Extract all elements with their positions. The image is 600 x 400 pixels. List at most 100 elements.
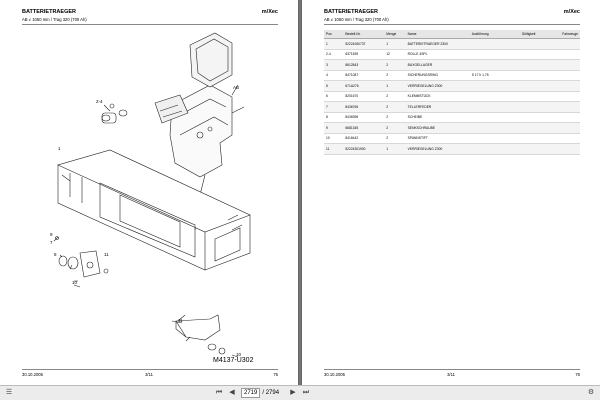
column-header: Pos <box>324 30 344 39</box>
table-cell: 11 <box>324 143 344 155</box>
footer-divider <box>22 369 278 370</box>
table-cell: KLEMMSTÜCK <box>405 91 470 102</box>
table-cell: 52224301900 <box>343 143 385 155</box>
table-cell: 8471087 <box>343 70 385 81</box>
table-cell: 2 <box>384 59 406 71</box>
column-header: Fahrzeuge <box>560 30 580 39</box>
page-title: BATTERIETRAEGER <box>324 9 378 15</box>
table-cell <box>469 59 520 71</box>
page-navigator: 2719 / 2794 <box>241 387 280 398</box>
table-cell <box>519 38 561 50</box>
table-cell: BATTERIETRAEGER Z300 <box>405 38 470 50</box>
table-cell: 12 <box>384 49 406 60</box>
brand-label: m/Xec <box>261 9 278 15</box>
table-cell <box>560 133 580 144</box>
exploded-parts-drawing <box>53 32 251 358</box>
table-cell: SPANNSTIFT <box>405 133 470 144</box>
settings-icon[interactable]: ⚙ <box>587 389 595 396</box>
callout-label: 2-4 <box>96 99 103 104</box>
table-cell: 7 <box>324 101 344 113</box>
table-cell: 6681345 <box>343 122 385 134</box>
table-cell: 9 <box>324 122 344 134</box>
table-cell <box>469 122 520 134</box>
header-divider <box>22 24 278 25</box>
column-header: Name <box>405 30 470 39</box>
table-cell <box>469 49 520 60</box>
table-cell: 2-4 <box>324 49 344 60</box>
table-cell: VERRIEGELUNG Z300 <box>405 80 470 92</box>
next-page-icon[interactable]: ▶ <box>290 389 296 396</box>
column-header: Menge <box>384 30 406 39</box>
total-pages-label: / 2794 <box>262 389 280 396</box>
table-cell: 2 <box>384 133 406 144</box>
table-cell <box>469 91 520 102</box>
callout-label: 9 <box>50 232 53 237</box>
callout-label: 10 <box>72 280 78 285</box>
parts-table: Pos Bestell-Nr. Menge Name Ausführung Gü… <box>324 30 580 155</box>
viewer-statusbar: ☰ ⏮ ◀ 2719 / 2794 ▶ ⏭ ⚙ <box>0 385 600 400</box>
table-cell: S 17 h 1.75 <box>469 70 520 81</box>
table-cell: SCHEIBE <box>405 112 470 123</box>
page-number-input[interactable]: 2719 <box>241 387 261 398</box>
page-title: BATTERIETRAEGER <box>22 9 76 15</box>
table-cell: TELLERFEDER <box>405 101 470 113</box>
callout-label: AB <box>233 85 240 90</box>
footer-date: 30.10.2005 <box>324 372 345 377</box>
table-cell: 671A276 <box>343 80 385 92</box>
table-cell: 8436765 <box>343 101 385 113</box>
page-subtitle: AB ≠ 1050 mm / Trag 320 (700 Ah) <box>22 17 87 22</box>
table-cell: 2 <box>384 91 406 102</box>
table-cell <box>469 143 520 155</box>
table-cell <box>560 112 580 123</box>
table-cell: 8416442 <box>343 133 385 144</box>
column-header: Ausführung <box>469 30 520 39</box>
callout-label: 8 <box>54 252 57 257</box>
table-cell <box>519 112 561 123</box>
table-header-row: Pos Bestell-Nr. Menge Name Ausführung Gü… <box>324 30 580 39</box>
column-header: Bestell-Nr. <box>343 30 385 39</box>
table-cell: 8201670 <box>343 91 385 102</box>
table-cell <box>560 49 580 60</box>
table-cell: 1 <box>384 38 406 50</box>
table-cell: 1 <box>384 143 406 155</box>
right-page: BATTERIETRAEGER AB ≠ 1050 mm / Trag 320 … <box>302 0 600 385</box>
table-cell: ROLLE 4SPL <box>405 49 470 60</box>
table-cell <box>519 101 561 113</box>
callout-label: 1 <box>58 146 61 151</box>
table-cell: BUXGELLAGER <box>405 59 470 71</box>
callout-label: 11 <box>178 318 183 323</box>
table-cell <box>560 101 580 113</box>
table-cell: SICHERUNGSRING <box>405 70 470 81</box>
table-cell <box>519 70 561 81</box>
column-header: Gültigkeit <box>519 30 561 39</box>
prev-page-icon[interactable]: ◀ <box>229 389 235 396</box>
table-cell <box>519 143 561 155</box>
table-cell: 4 <box>324 70 344 81</box>
brand-label: m/Xec <box>563 9 580 15</box>
menu-icon[interactable]: ☰ <box>5 389 13 396</box>
table-cell <box>560 91 580 102</box>
footer-number: 76 <box>575 372 580 377</box>
table-cell: 5 <box>324 80 344 92</box>
table-cell <box>560 122 580 134</box>
table-cell: 1 <box>324 38 344 50</box>
first-page-icon[interactable]: ⏮ <box>215 389 223 396</box>
left-page: BATTERIETRAEGER AB ≠ 1050 mm / Trag 320 … <box>0 0 298 385</box>
table-cell <box>560 38 580 50</box>
footer-page: 3/11 <box>447 372 455 377</box>
table-cell <box>560 80 580 92</box>
footer-page: 3/11 <box>145 372 153 377</box>
last-page-icon[interactable]: ⏭ <box>302 389 310 396</box>
table-cell: SENKSCHRAUBE <box>405 122 470 134</box>
page-subtitle: AB ≠ 1050 mm / Trag 320 (700 Ah) <box>324 17 389 22</box>
footer-date: 30.10.2005 <box>22 372 43 377</box>
